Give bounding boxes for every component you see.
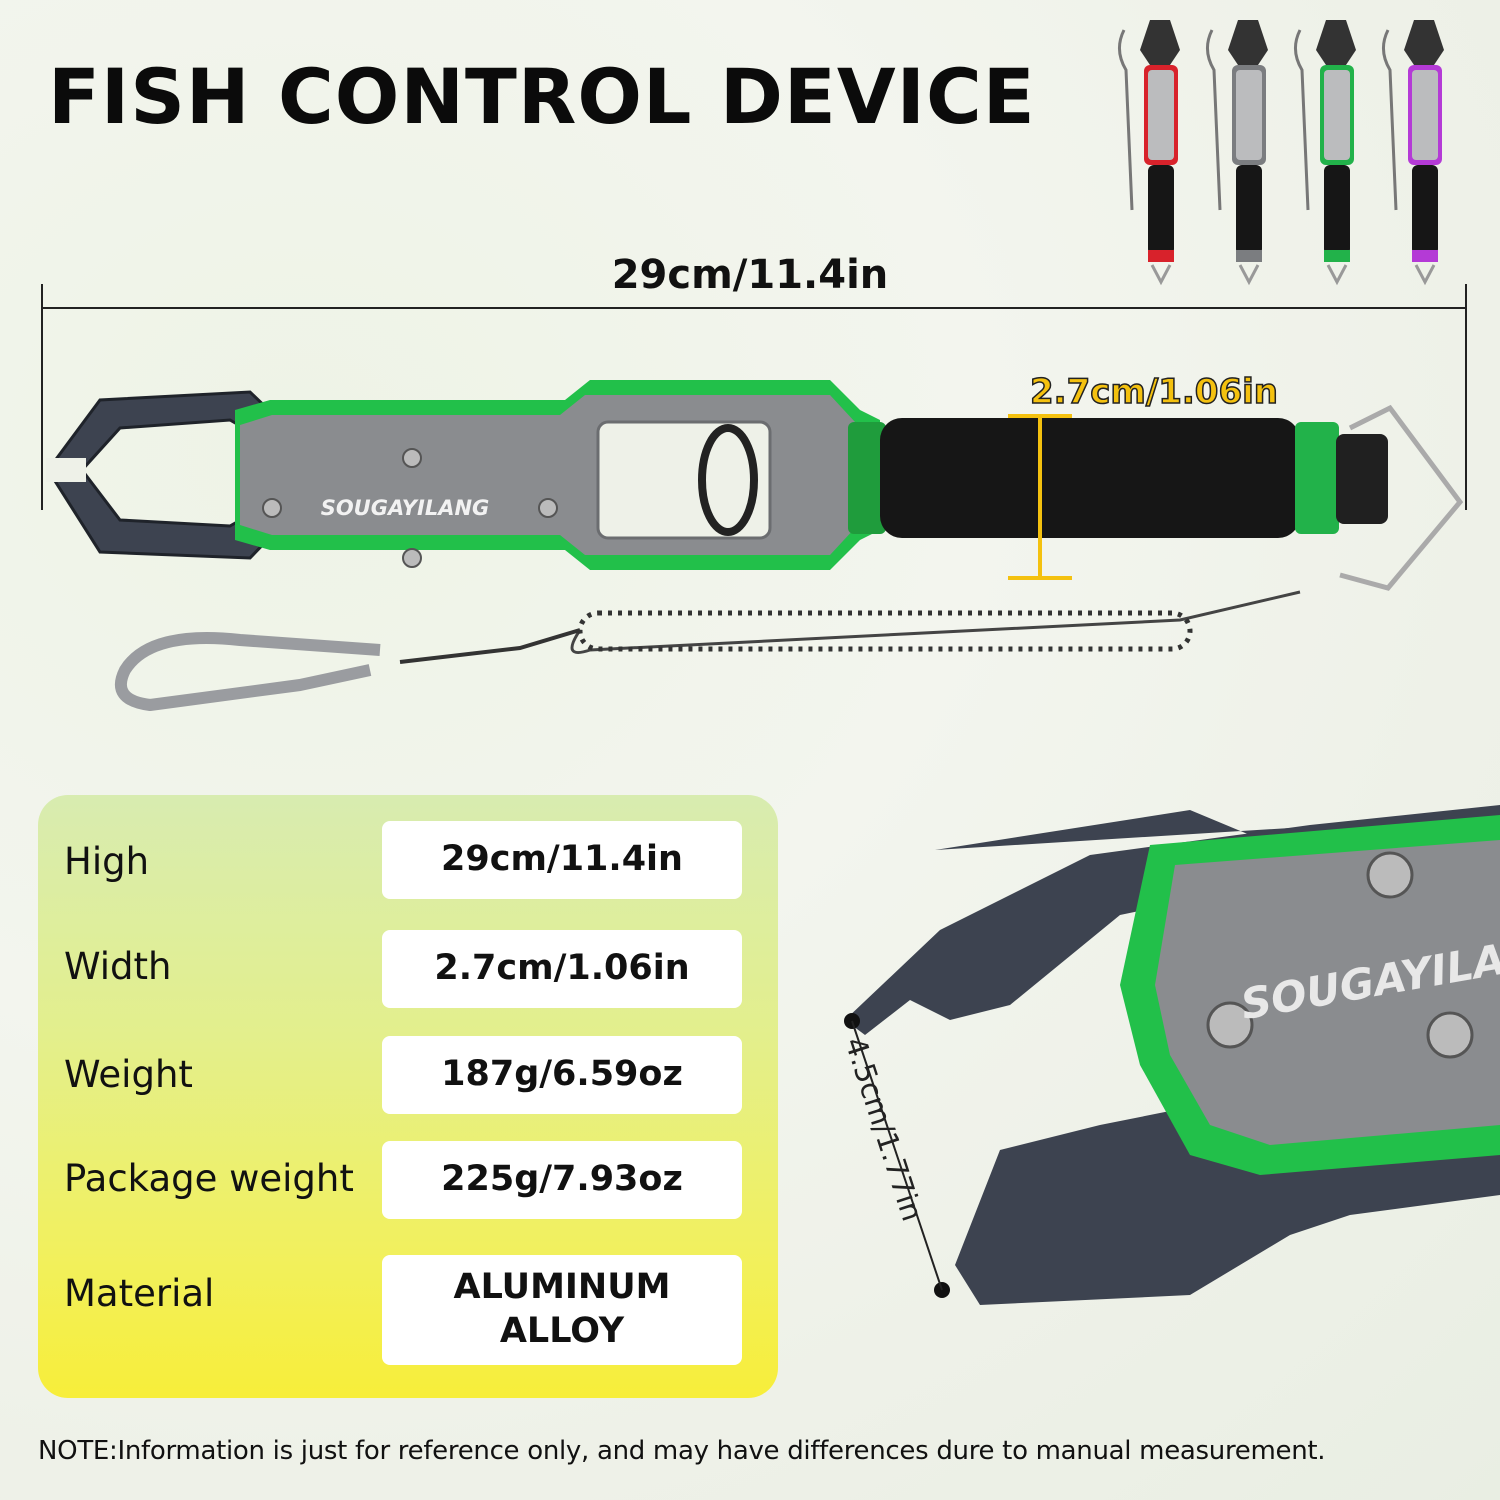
width-label: 2.7cm/1.06in <box>1029 371 1278 413</box>
note-text: NOTE:Information is just for reference o… <box>38 1436 1326 1466</box>
jaw-closeup-image: SOUGAYILANG <box>844 805 1500 1305</box>
spec-value-package-weight: 225g/7.93oz <box>382 1141 742 1219</box>
gripper-handle <box>848 404 1464 591</box>
length-label: 29cm/11.4in <box>611 252 889 298</box>
spec-value-high: 29cm/11.4in <box>382 821 742 899</box>
spec-value-material: ALUMINUM ALLOY <box>382 1255 742 1365</box>
spec-label-weight: Weight <box>64 1053 193 1096</box>
spec-label-high: High <box>64 840 150 883</box>
variant-red <box>1118 20 1180 286</box>
spec-label-width: Width <box>64 945 172 988</box>
variant-gray <box>1206 20 1268 286</box>
coiled-lanyard <box>114 590 1301 711</box>
fish-gripper-image: SOUGAYILANG <box>46 380 1464 711</box>
page-title: FISH CONTROL DEVICE <box>48 52 1036 141</box>
color-variants <box>1118 20 1444 286</box>
spec-label-material: Material <box>64 1272 215 1315</box>
spec-label-package-weight: Package weight <box>64 1157 354 1200</box>
gripper-body: SOUGAYILANG <box>235 380 880 570</box>
spec-value-weight: 187g/6.59oz <box>382 1036 742 1114</box>
svg-text:SOUGAYILANG: SOUGAYILANG <box>321 496 490 520</box>
spec-value-width: 2.7cm/1.06in <box>382 930 742 1008</box>
spec-panel: High 29cm/11.4in Width 2.7cm/1.06in Weig… <box>38 795 778 1398</box>
length-dimension-line <box>41 284 1467 510</box>
variant-purple <box>1382 20 1444 286</box>
variant-green <box>1294 20 1356 286</box>
